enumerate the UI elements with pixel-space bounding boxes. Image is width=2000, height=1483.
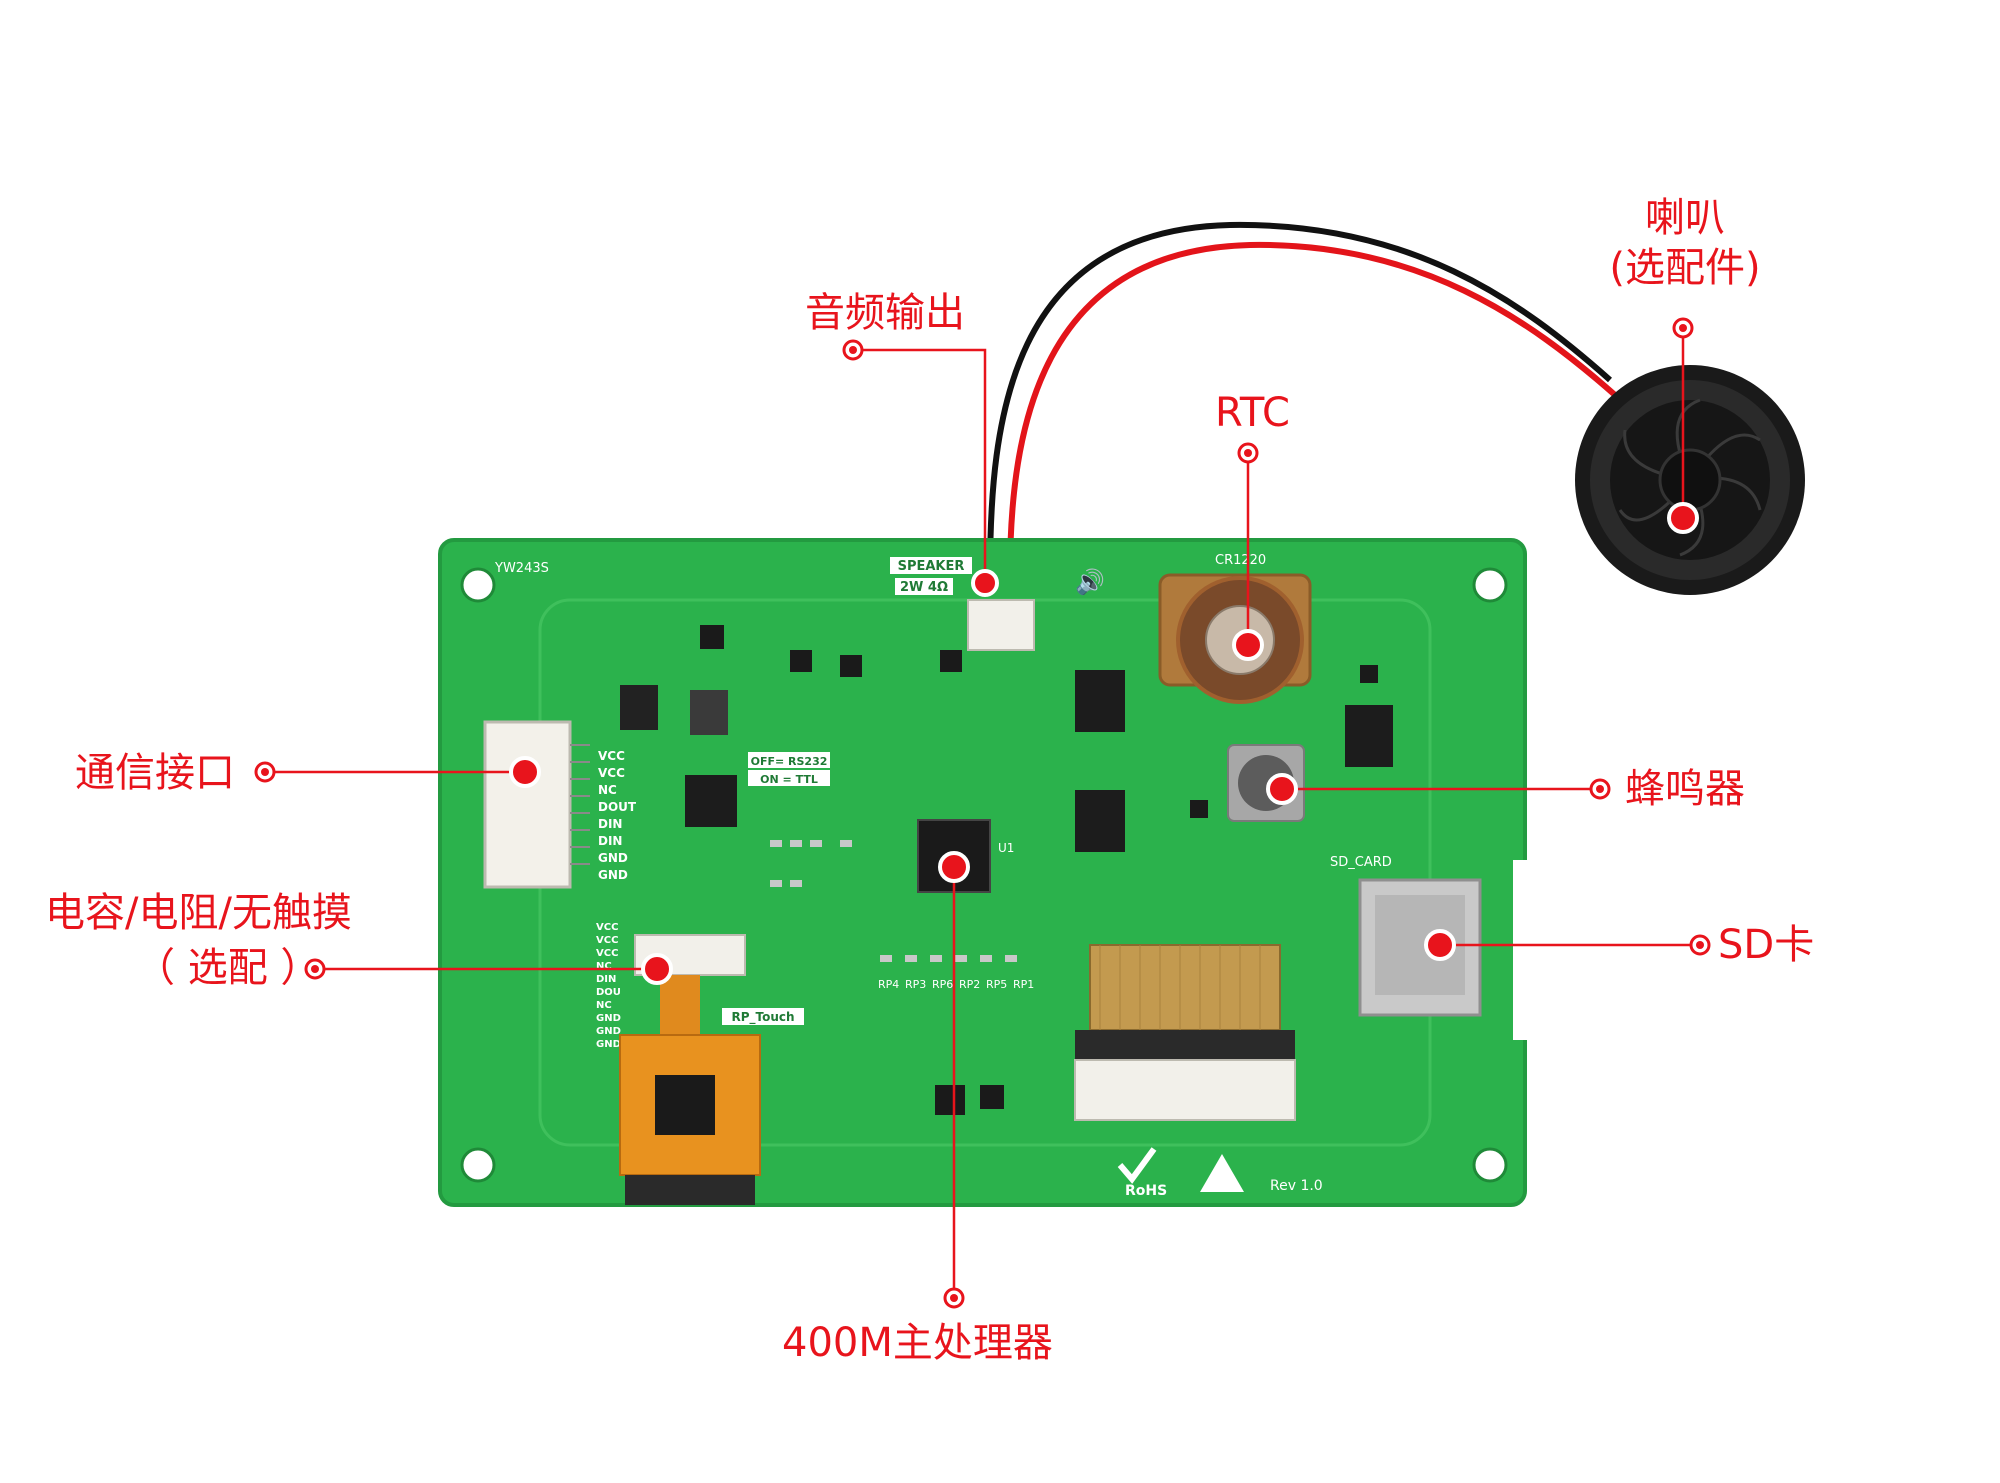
touch-pin-label: GND <box>596 1026 621 1037</box>
comm-interface-marker <box>509 756 541 788</box>
speaker-spec-label: 2W 4Ω <box>900 580 948 595</box>
header-pin-label: VCC <box>598 766 625 780</box>
rs232-on-label: ON = TTL <box>760 773 818 786</box>
comm-connector <box>483 720 572 889</box>
touch-pin-label: NC <box>596 961 612 972</box>
optional-parts-label-line1: 电容/电阻/无触摸 <box>45 890 352 936</box>
resistor-pack-label: RP6 <box>932 978 953 991</box>
rtc-label: RTC <box>1215 390 1290 436</box>
sd-silk-label: SD_CARD <box>1330 855 1392 870</box>
processor-marker <box>938 851 970 883</box>
buzzer-marker <box>1266 773 1298 805</box>
callout-markers <box>254 317 1711 1309</box>
resistor-pack-label: RP3 <box>905 978 926 991</box>
sd-card-marker <box>1424 929 1456 961</box>
header-pin-label: NC <box>598 783 617 797</box>
optional-parts-label-line2: （ 选配 ） <box>135 945 321 991</box>
speaker-wire-black <box>987 221 1612 576</box>
speaker-silk-label: SPEAKER <box>898 559 965 574</box>
header-pin-label: DIN <box>598 834 622 848</box>
touch-pin-label: DIN <box>596 974 616 985</box>
sd-card-label: SD卡 <box>1718 922 1815 968</box>
board-model-label: YW243S <box>494 561 549 576</box>
header-pin-label: GND <box>598 868 628 882</box>
resistor-pack-label: RP4 <box>878 978 899 991</box>
header-pin-label: VCC <box>598 749 625 763</box>
speaker-connector <box>967 599 1035 651</box>
revision-label: Rev 1.0 <box>1270 1178 1323 1194</box>
header-pin-label: DOUT <box>598 800 637 814</box>
touch-pin-label: VCC <box>596 935 618 946</box>
svg-text:🔊: 🔊 <box>1075 567 1105 596</box>
comm-interface-label: 通信接口 <box>75 750 235 796</box>
rs232-off-label: OFF= RS232 <box>751 755 828 768</box>
rtc-battery-label: CR1220 <box>1215 553 1266 568</box>
speaker-label-line2: (选配件) <box>1609 245 1761 291</box>
resistor-pack-label: RP1 <box>1013 978 1034 991</box>
speaker-label-line1: 喇叭 <box>1645 195 1725 241</box>
audio-output-label: 音频输出 <box>805 290 965 336</box>
touch-pin-label: DOU <box>596 987 621 998</box>
touch-pin-label: NC <box>596 1000 612 1011</box>
esd-warning-icon <box>1200 1154 1244 1192</box>
optional-parts-marker <box>641 953 673 985</box>
speaker-marker <box>1667 502 1699 534</box>
pcb-board: YW243S SPEAKER 2W 4Ω 🔊 CR1220 SD_CARD VC <box>438 538 1538 1207</box>
touch-pin-label: VCC <box>596 948 618 959</box>
touch-pin-label: VCC <box>596 922 618 933</box>
header-pin-label: GND <box>598 851 628 865</box>
speaker-component <box>1575 365 1805 595</box>
touch-pin-label: GND <box>596 1039 621 1050</box>
touch-silk-label: RP_Touch <box>731 1010 794 1025</box>
processor-label: 400M主处理器 <box>782 1320 1053 1366</box>
processor-silk-label: U1 <box>998 841 1014 855</box>
header-pin-label: DIN <box>598 817 622 831</box>
touch-pin-label: GND <box>596 1013 621 1024</box>
resistor-pack-label: RP5 <box>986 978 1007 991</box>
audio-output-marker <box>971 569 999 597</box>
callout-lines <box>265 328 1700 1298</box>
chip-u7 <box>685 775 737 827</box>
buzzer-label: 蜂鸣器 <box>1625 766 1745 812</box>
resistor-pack-label: RP2 <box>959 978 980 991</box>
rtc-marker <box>1232 629 1264 661</box>
rohs-mark: RoHS <box>1125 1183 1167 1199</box>
speaker-wire-red <box>1007 241 1617 576</box>
